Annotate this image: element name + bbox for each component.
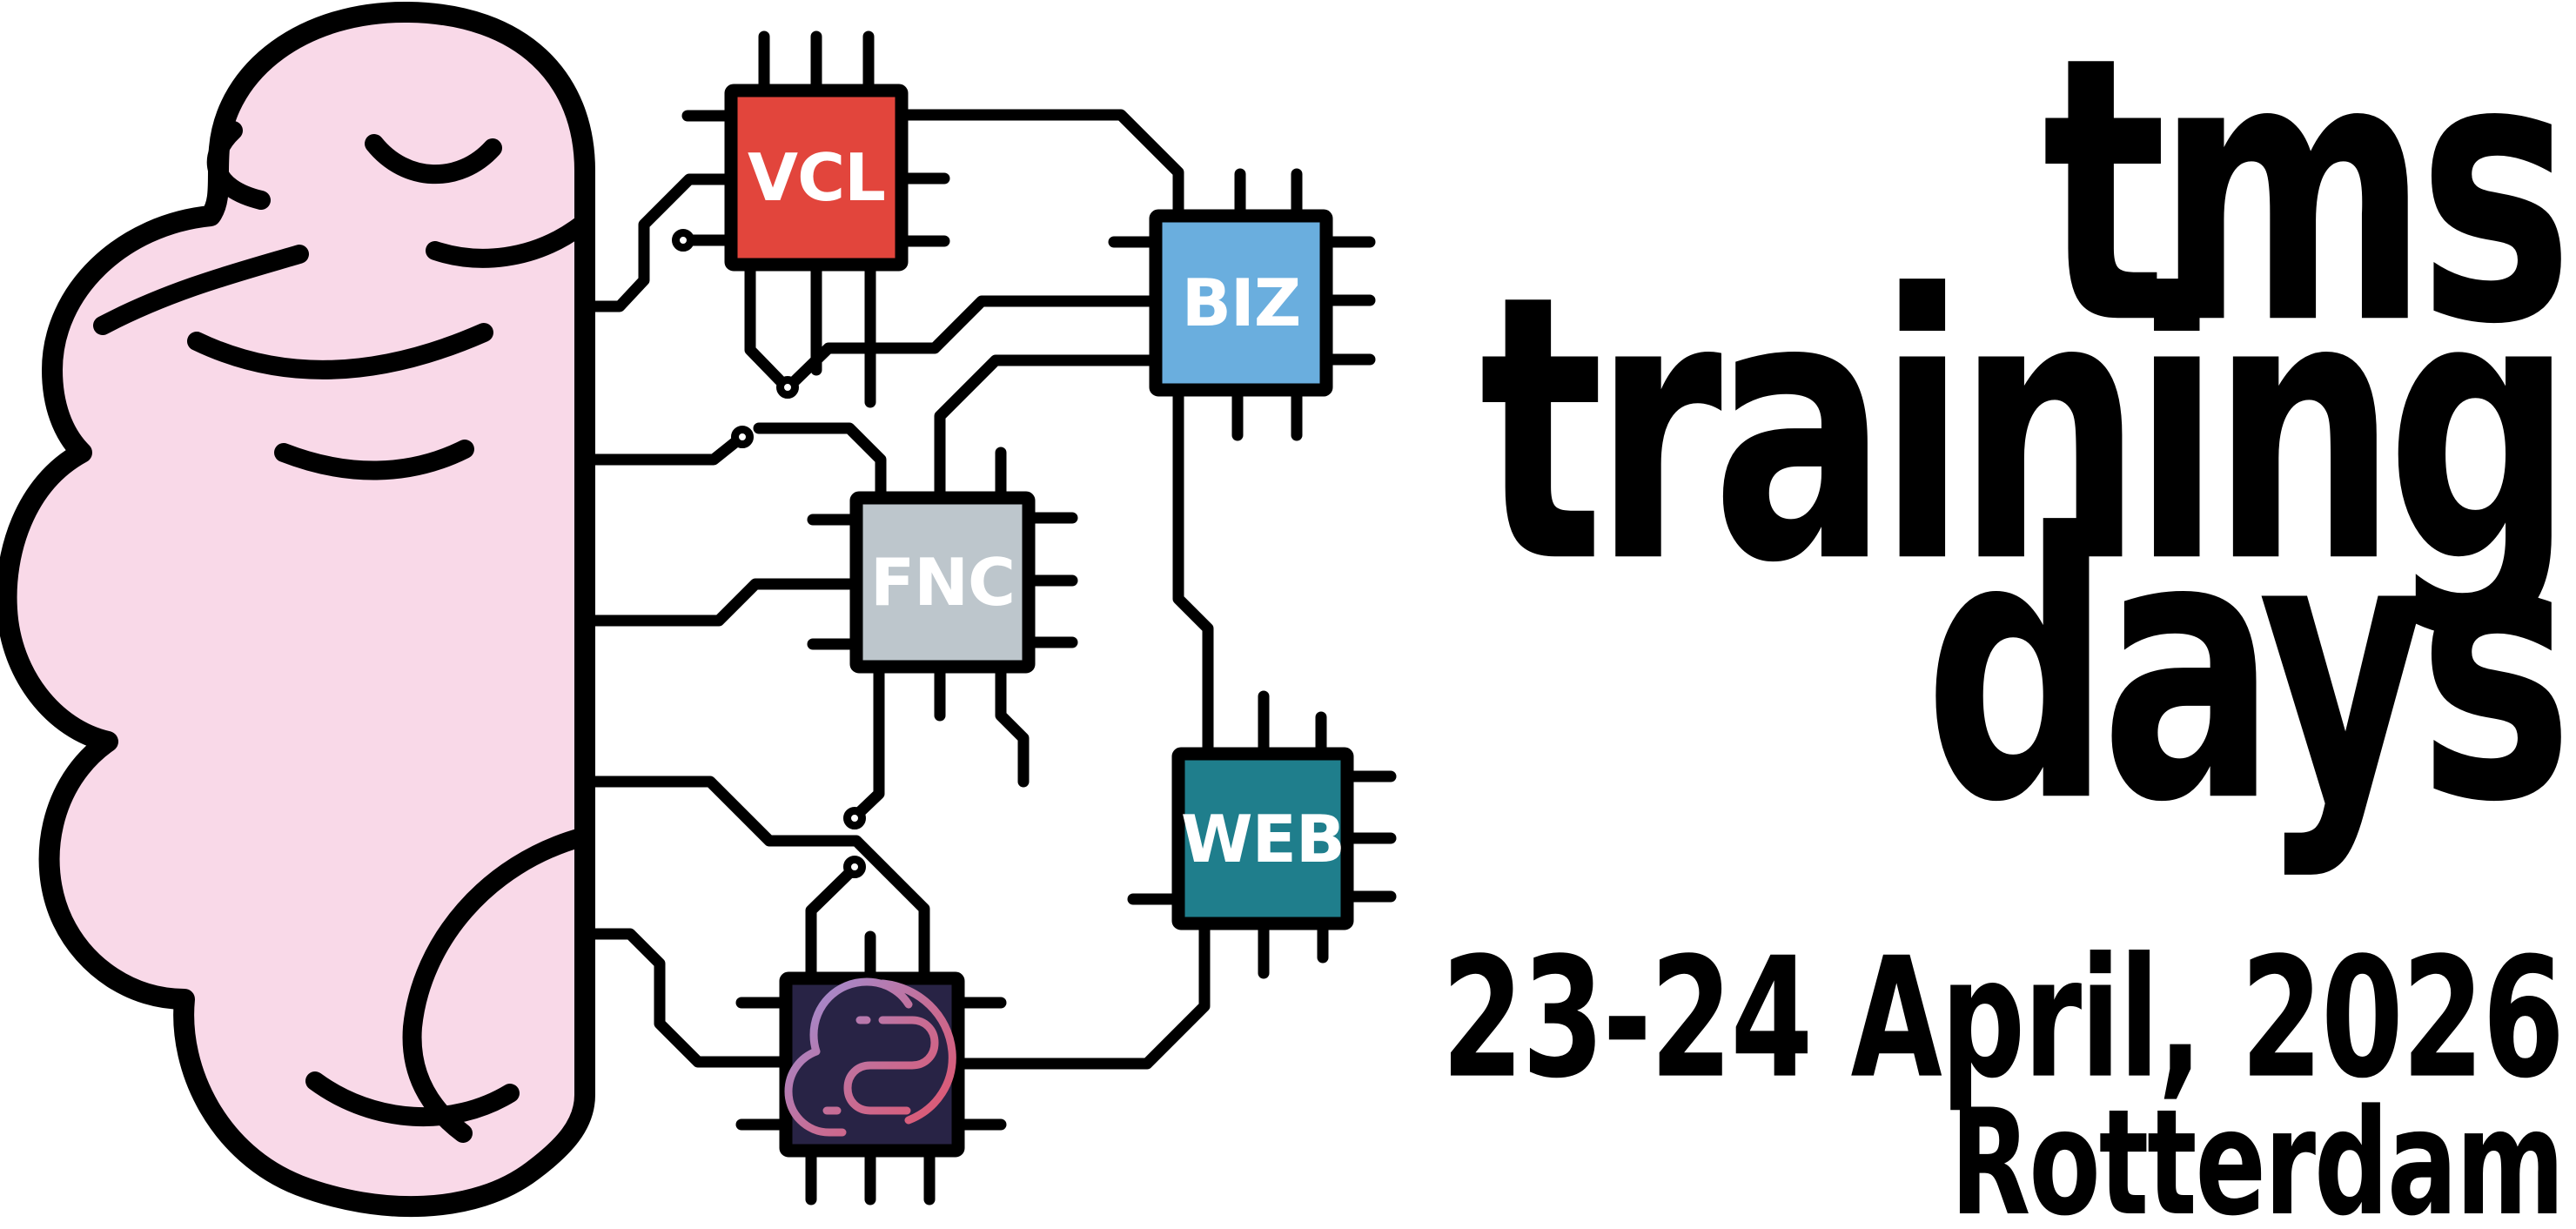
- chip-fnc: [849, 491, 1036, 674]
- trace-via-to-biz: [789, 295, 1162, 386]
- trace-vcl-to-biz: [896, 109, 1184, 222]
- circuit-traces: [579, 30, 1397, 1205]
- brain-half-illustration: [0, 1, 595, 1218]
- event-title-line-3: days: [1923, 457, 2573, 883]
- trace-brain-to-cloud-top: [579, 776, 930, 984]
- chip-web: [1171, 747, 1354, 930]
- trace-brain-to-vcl: [579, 173, 737, 312]
- chip-vcl: [724, 84, 909, 272]
- trace-brain-to-fnc: [579, 578, 862, 627]
- trace-web-to-cloud: [957, 917, 1211, 1070]
- trace-biz-to-fnc: [934, 354, 1162, 504]
- circuit-via-dots: [672, 229, 866, 878]
- event-location: Rotterdam: [1949, 1079, 2565, 1229]
- trace-brain-to-via: [579, 436, 741, 466]
- brain-outline: [0, 1, 595, 1218]
- event-date: 23-24 April, 2026: [1441, 923, 2565, 1116]
- brain-sulci-lines: [93, 121, 591, 1143]
- chip-biz: [1149, 209, 1333, 397]
- trace-biz-to-web: [1172, 388, 1214, 760]
- trace-brain-to-cloud-left: [579, 928, 792, 1068]
- event-title-line-2: training: [1479, 218, 2573, 643]
- circuit-chips: [724, 84, 1354, 1158]
- cloud-s-icon: [784, 977, 956, 1137]
- event-title-line-1: tms: [2042, 0, 2573, 405]
